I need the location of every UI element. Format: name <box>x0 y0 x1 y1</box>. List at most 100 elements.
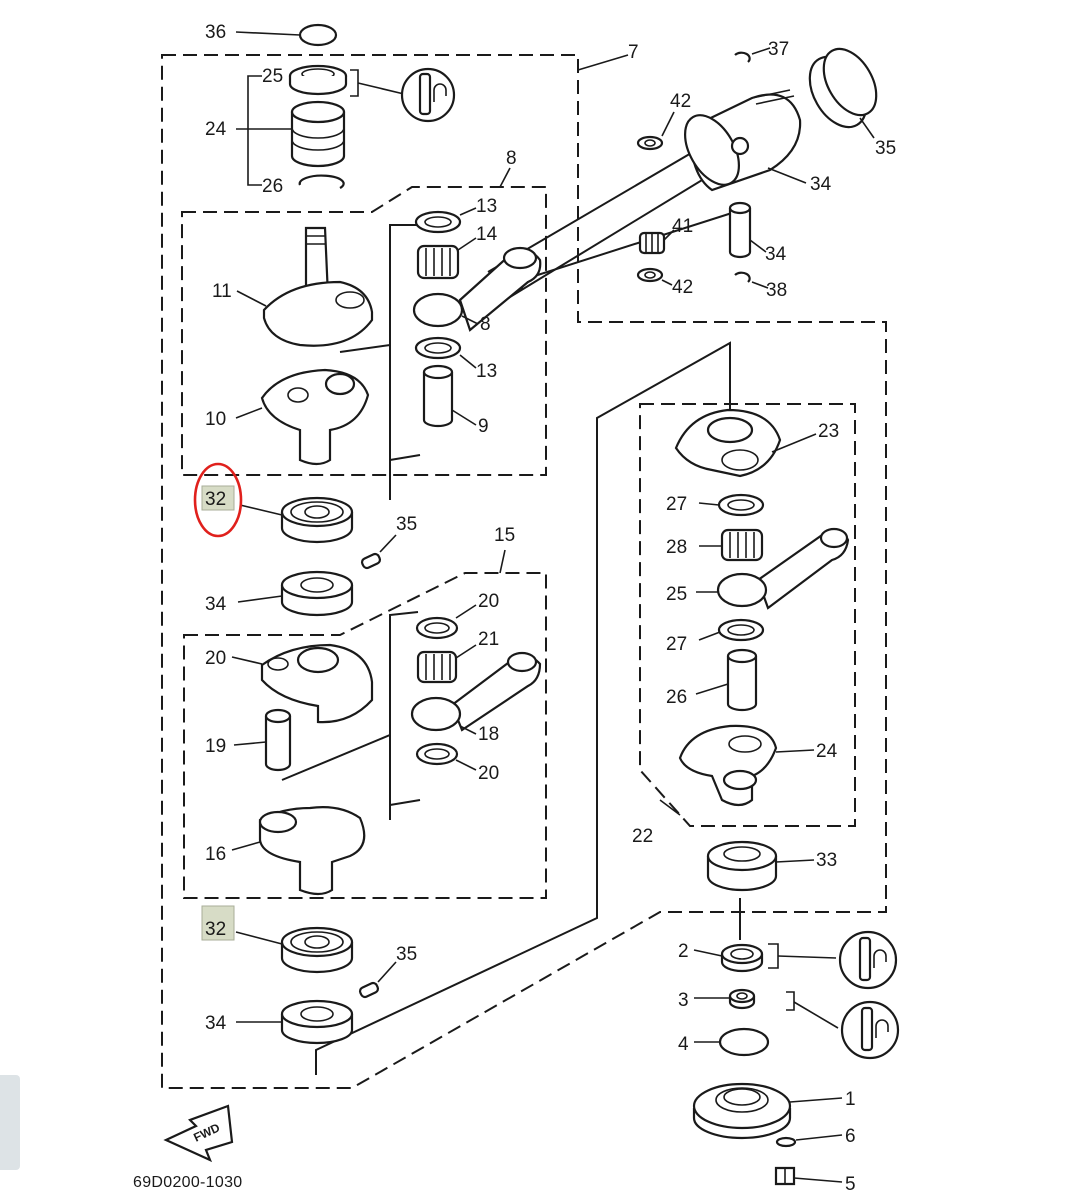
callout-35-upper: 35 <box>396 514 417 535</box>
grease-icon <box>838 930 898 990</box>
part-6-washer: 6 <box>775 1126 856 1148</box>
callout-36: 36 <box>205 22 226 43</box>
callout-7: 7 <box>628 42 639 63</box>
callout-40-top: 37 <box>768 39 789 60</box>
callout-30: 25 <box>262 66 283 87</box>
part-26-crank-pin: 26 <box>666 648 758 712</box>
grease-icon <box>400 67 456 123</box>
callout-37: 34 <box>810 174 832 195</box>
callout-tag-32-lower <box>201 905 235 941</box>
callout-10: 10 <box>205 409 226 430</box>
part-41-needle-bearing: 41 <box>638 216 693 255</box>
callout-tag-32-upper <box>201 485 235 511</box>
bracket-30-31 <box>247 75 262 186</box>
part-14-needle-bearing: 14 <box>416 224 498 280</box>
callout-28: 28 <box>666 537 687 558</box>
part-1-housing: 1 <box>692 1082 856 1140</box>
callout-27-bottom: 27 <box>666 634 687 655</box>
callout-27-top: 27 <box>666 494 687 515</box>
group-22-boundary <box>639 403 856 827</box>
callout-38: 35 <box>875 138 896 159</box>
bracket-30-grease <box>350 69 359 97</box>
part-40-clip-bottom: 38 <box>734 271 787 301</box>
part-42-washer-bottom: 42 <box>636 267 693 298</box>
callout-20-bottom: 20 <box>478 763 499 784</box>
callout-22: 22 <box>632 826 653 847</box>
part-36-oring: 36 <box>205 22 338 47</box>
part-13-washer-bottom: 13 <box>414 336 497 382</box>
group-8-boundary <box>181 167 547 476</box>
callout-42-top: 42 <box>670 91 691 112</box>
callout-1: 1 <box>845 1089 856 1110</box>
part-12-crank-pin: 9 <box>422 364 489 437</box>
callout-8: 8 <box>506 148 517 169</box>
callout-13-top: 13 <box>476 196 497 217</box>
callout-31: 26 <box>262 176 283 197</box>
part-38-piston-rings: 35 <box>808 47 896 159</box>
part-33-bearing: 33 <box>706 840 837 892</box>
part-42-washer-top: 42 <box>636 91 691 151</box>
callout-35-lower: 35 <box>396 944 417 965</box>
part-20-washer-top: 20 <box>415 591 499 640</box>
part-5-bolt: 5 <box>774 1166 856 1195</box>
callout-12: 9 <box>478 416 489 437</box>
part-24-crank-lower: 24 <box>678 724 838 807</box>
part-40-clip-top: 37 <box>734 39 789 63</box>
part-34-seal-upper: 34 <box>205 570 354 617</box>
part-13-washer-top: 13 <box>414 196 497 234</box>
part-25-conrod: 25 <box>666 527 850 610</box>
side-scroll-tab[interactable] <box>0 1075 20 1170</box>
callout-40-bottom: 38 <box>766 280 787 301</box>
callout-25: 25 <box>666 584 687 605</box>
callout-20-top: 20 <box>478 591 499 612</box>
callout-18: 18 <box>478 724 499 745</box>
callout-16: 16 <box>205 844 226 865</box>
group-7-boundary <box>161 54 887 1089</box>
callout-33: 33 <box>816 850 837 871</box>
part-18-conrod: 18 <box>410 651 542 745</box>
part-21-needle-bearing: 21 <box>416 629 499 684</box>
part-19-pin: 19 <box>205 708 292 772</box>
callout-29: 24 <box>205 119 227 140</box>
part-32-bearing-upper: 32 <box>193 462 354 544</box>
callout-19: 19 <box>205 736 226 757</box>
part-28-needle-bearing: 28 <box>666 528 764 562</box>
callout-17: 20 <box>205 648 226 669</box>
group-15-boundary <box>183 549 547 899</box>
part-11-conrod: 8 <box>412 246 542 335</box>
callout-2: 2 <box>678 941 689 962</box>
bracket-2 <box>768 943 779 969</box>
callout-32-upper: 32 <box>205 489 226 510</box>
red-highlight-circle <box>193 462 243 538</box>
part-20-washer-bottom: 20 <box>415 742 499 784</box>
part-30-oil-seal: 25 <box>262 64 348 96</box>
callout-14: 14 <box>476 224 498 245</box>
callout-34-lower: 34 <box>205 1013 227 1034</box>
callout-9: 11 <box>212 281 232 302</box>
part-35-dowel-lower: 35 <box>358 944 417 999</box>
part-23-crank-web: 23 <box>674 408 839 478</box>
part-27-washer-top: 27 <box>666 493 765 517</box>
callout-32-lower: 32 <box>205 919 226 940</box>
drawing-code: 69D0200-1030 <box>133 1174 243 1191</box>
callout-11: 8 <box>480 314 491 335</box>
part-17-crank-web: 20 <box>205 643 374 724</box>
part-31-circlip: 26 <box>262 174 345 197</box>
callout-23: 23 <box>818 421 839 442</box>
part-34-seal-lower: 34 <box>205 999 354 1045</box>
callout-24: 24 <box>816 741 838 762</box>
part-10-crank-lower: 10 <box>205 368 370 466</box>
callout-34-upper: 34 <box>205 594 227 615</box>
bracket-3 <box>786 991 795 1011</box>
part-4-oring: 4 <box>678 1027 770 1057</box>
part-27-washer-bottom: 27 <box>666 618 765 655</box>
part-2-oil-seal: 2 <box>678 941 764 973</box>
callout-21: 21 <box>478 629 499 650</box>
part-35-dowel-upper: 35 <box>360 514 417 570</box>
callout-26: 26 <box>666 687 687 708</box>
part-32-bearing-lower: 32 <box>201 905 354 974</box>
part-37-piston: 34 <box>683 89 832 195</box>
part-16-crank-lower: 16 <box>205 806 366 896</box>
part-29-labyrinth-seal: 24 <box>205 100 346 168</box>
